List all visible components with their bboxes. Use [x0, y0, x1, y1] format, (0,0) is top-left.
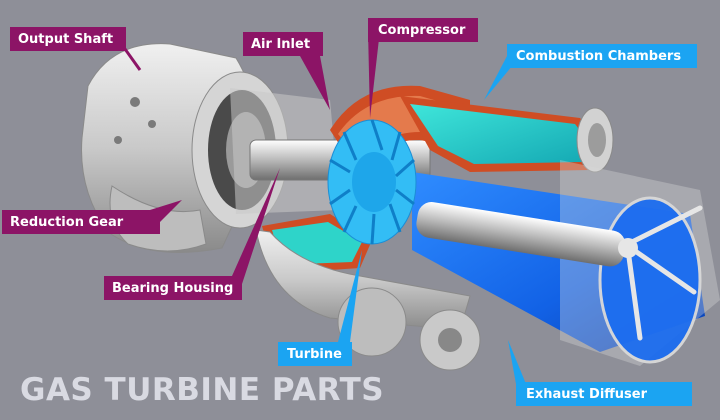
turbine-wheel — [327, 119, 417, 245]
output-shaft-label: Output Shaft — [18, 32, 114, 47]
turbine-tail — [338, 250, 362, 342]
air-inlet-tail — [300, 56, 330, 110]
combustion-chamber — [400, 96, 614, 173]
bearing-housing-box — [104, 276, 242, 300]
air-inlet-box — [243, 32, 323, 56]
exhaust-diffuser-label: Exhaust Diffuser — [526, 387, 648, 402]
page-title: GAS TURBINE PARTS — [20, 372, 385, 408]
air-inlet-label: Air Inlet — [251, 37, 311, 52]
bearing-housing-tail — [232, 168, 280, 284]
output-shaft-box — [10, 27, 126, 51]
compressor-label: Compressor — [378, 23, 466, 38]
turbine-label: Turbine — [287, 347, 342, 362]
exhaust-diffuser — [412, 160, 720, 366]
label-boxes — [2, 18, 697, 406]
lower-casing — [255, 229, 481, 371]
exhaust-diffuser-tail — [508, 340, 526, 384]
reduction-gear-label: Reduction Gear — [10, 215, 124, 230]
compressor-box — [368, 18, 478, 42]
combustion-chambers-box — [507, 44, 697, 68]
compressor-tail — [368, 30, 380, 118]
exhaust-diffuser-box — [516, 382, 692, 406]
reduction-gear-box — [2, 210, 160, 234]
reduction-gear-tail — [150, 200, 182, 222]
combustion-chambers-label: Combustion Chambers — [516, 49, 682, 64]
bearing-housing-label: Bearing Housing — [112, 281, 234, 296]
turbine-box — [278, 342, 352, 366]
combustion-chambers-tail — [484, 56, 517, 100]
